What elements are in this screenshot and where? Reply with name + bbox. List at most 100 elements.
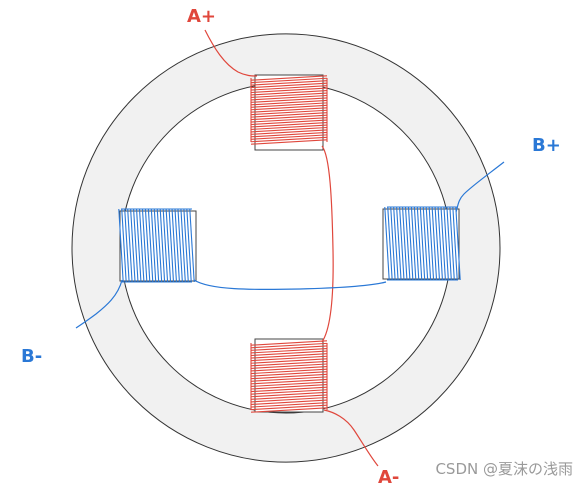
coil-turn [250, 378, 328, 385]
label-a-minus: A- [378, 467, 399, 488]
coil-turn [165, 208, 172, 283]
coil-turn [150, 208, 157, 283]
coil-turn [250, 139, 328, 145]
coil-turn [250, 122, 328, 128]
wire-a-plus-lead [204, 29, 258, 77]
wire-b-minus-lead [75, 279, 123, 329]
coil-top-phase-a [250, 75, 328, 145]
coil-turn [250, 366, 328, 372]
coil-turn [410, 206, 417, 281]
coil-turn [250, 117, 328, 123]
coil-turn [174, 208, 180, 283]
coil-turn [250, 102, 328, 108]
coil-turn [250, 136, 328, 143]
coil-turn [130, 208, 136, 283]
label-a-plus: A+ [187, 6, 216, 27]
coil-turn [250, 389, 328, 395]
coil-turn [250, 368, 328, 375]
coil-turn [250, 90, 328, 96]
coil-turn [250, 342, 328, 349]
coil-turn [446, 206, 452, 281]
coil-turn [162, 208, 169, 283]
coil-turn [250, 131, 328, 138]
coil-turn [390, 206, 396, 281]
coil-turn [186, 208, 192, 283]
coil-turn [250, 391, 328, 398]
coil-turn [250, 340, 328, 346]
coil-turn [250, 92, 328, 98]
wire-a-connection [321, 145, 334, 343]
coil-turn [404, 206, 411, 281]
coil-turn [180, 208, 186, 283]
coil-turn [443, 206, 449, 281]
coil-turn [250, 402, 328, 408]
coil-turn [407, 206, 414, 281]
coil-turn [250, 114, 328, 121]
coil-turn [250, 363, 328, 369]
coil-turn [393, 206, 399, 281]
coil-turn [250, 404, 328, 411]
coil-turn [177, 208, 183, 283]
coil-turn [250, 355, 328, 362]
coil-turn [127, 208, 133, 283]
coil-turn [250, 80, 328, 86]
coil-turn [138, 208, 145, 283]
coil-turn [396, 206, 402, 281]
wire-b-plus-lead [455, 161, 505, 213]
coil-turn [147, 208, 154, 283]
coil-turn [118, 208, 124, 283]
wire-a-minus-lead [323, 409, 379, 467]
coil-turn [250, 129, 328, 135]
coil-turn [250, 345, 328, 351]
coil-turn [250, 347, 328, 354]
coil-turn [250, 134, 328, 140]
coil-right-phase-b [384, 206, 461, 281]
coil-turn [250, 353, 328, 359]
coil-turn [250, 384, 328, 390]
coil-turn [159, 208, 166, 283]
coil-turn [183, 208, 189, 283]
coil-turn [136, 208, 142, 283]
coil-turn [250, 399, 328, 406]
coil-turn [449, 206, 455, 281]
coil-turn [384, 206, 390, 281]
coil-turn [171, 208, 177, 283]
coil-turn [250, 85, 328, 91]
coil-turn [250, 386, 328, 393]
coil-turn [250, 371, 328, 377]
wire-b-connection [193, 279, 387, 291]
coil-turn [250, 104, 328, 111]
coil-turn [399, 206, 405, 281]
coil-turn [250, 126, 328, 133]
coil-turn [141, 208, 148, 283]
coil-turn [168, 208, 175, 283]
coil-turn [250, 407, 328, 413]
coil-turn [387, 206, 393, 281]
coil-turn [250, 94, 328, 101]
coil-turn [434, 206, 441, 281]
coil-turn [413, 206, 420, 281]
coil-turn [416, 206, 423, 281]
coil-turn [144, 208, 151, 283]
coil-turn [250, 358, 328, 364]
coil-turn [455, 206, 461, 281]
coil-turn [250, 350, 328, 357]
coil-turn [250, 376, 328, 382]
coil-turn [419, 206, 426, 281]
coil-turn [250, 75, 328, 81]
coil-turn [250, 77, 328, 84]
coil-turn [250, 373, 328, 380]
coil-turn [250, 99, 328, 106]
coil-turn [250, 396, 328, 403]
coil-turn [250, 360, 328, 367]
coil-turn [250, 112, 328, 118]
coil-turn [124, 208, 130, 283]
coil-turn [428, 206, 435, 281]
coil-turn [250, 87, 328, 94]
coil-left-phase-b [118, 208, 195, 283]
coil-turn [402, 206, 408, 281]
coil-turn [425, 206, 432, 281]
watermark: CSDN @夏沫の浅雨 [435, 460, 573, 478]
coil-turn [121, 208, 127, 283]
